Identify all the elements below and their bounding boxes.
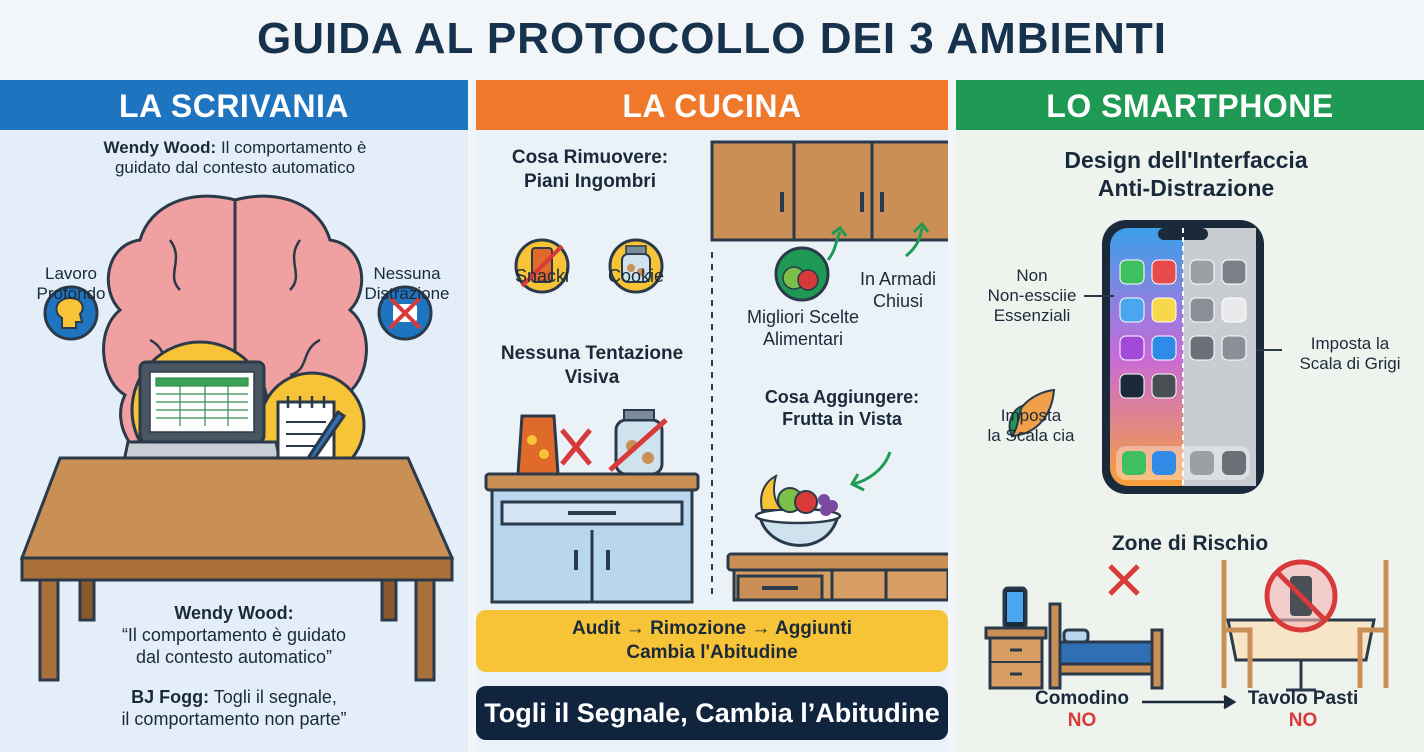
add-title: Cosa Aggiungere: Frutta in Vista <box>732 386 952 430</box>
quote-bottom-1: “Il comportamento è guidato <box>121 625 347 645</box>
nightstand-icon <box>984 586 1048 690</box>
cookie-jar-icon <box>608 238 664 294</box>
better-2: Alimentari <box>762 329 844 349</box>
better-choices: Migliori Scelte Alimentari <box>728 306 878 350</box>
arrow-right-icon <box>1142 694 1237 710</box>
quote-top: Wendy Wood: Il comportamento è guidato d… <box>40 138 430 178</box>
nightstand-label: Comodino <box>1035 688 1129 709</box>
quote-bottom-author: Wendy Wood: <box>174 603 294 623</box>
no-label-2: NO <box>1288 710 1318 731</box>
left-1: Non <box>1016 266 1048 285</box>
design-title: Design dell'Interfaccia Anti-Distrazione <box>996 146 1376 202</box>
phone-illustration <box>984 220 1389 710</box>
upper-cabinets <box>710 140 948 242</box>
no-phone-icon <box>1264 559 1338 633</box>
flow-1: Audit → Rimozione → Aggiunti <box>571 618 853 639</box>
leaf-2: la Scala cia <box>987 426 1075 445</box>
closed-cabinets: In Armadi Chiusi <box>848 268 948 312</box>
column-cucina: LA CUCINA Cosa Rimuovere: Piani Ingombri <box>476 80 948 752</box>
label-leaf: Imposta la Scala cia <box>976 406 1086 446</box>
flow-box: Audit → Rimozione → Aggiunti Cambia l'Ab… <box>476 610 948 672</box>
left-2: Non-essciie <box>987 286 1077 305</box>
quote-top-author: Wendy Wood: <box>103 138 217 157</box>
quote-top-text-2: guidato dal contesto automatico <box>114 158 356 177</box>
bed-icon <box>1048 602 1164 690</box>
snack-icon <box>514 238 570 294</box>
no-distraction-icon <box>377 285 433 341</box>
header-scrivania: LA SCRIVANIA <box>0 80 468 130</box>
flow-2: Cambia l'Abitudine <box>626 642 798 663</box>
banner: Togli il Segnale, Cambia l’Abitudine <box>476 686 948 740</box>
left-3: Essenziali <box>993 306 1071 325</box>
quote-fogg: BJ Fogg: Togli il segnale, il comportame… <box>64 686 404 730</box>
label-tavolo: Tavolo Pasti NO <box>1228 688 1378 732</box>
arrow-up-icon <box>826 221 930 261</box>
dining-label: Tavolo Pasti <box>1247 688 1359 709</box>
design-1: Design dell'Interfaccia <box>1064 147 1308 173</box>
left-label-2: Profondo <box>36 284 106 303</box>
add-2: Frutta in Vista <box>782 409 902 429</box>
right-2: Scala di Grigi <box>1299 354 1401 373</box>
fogg-text-2: il comportamento non parte” <box>121 709 347 729</box>
column-smartphone: LO SMARTPHONE Design dell'Interfaccia An… <box>956 80 1424 752</box>
no-temptation-2: Visiva <box>564 367 620 388</box>
remove-2: Piani Ingombri <box>524 171 656 192</box>
snack-label: Snacki <box>514 266 570 286</box>
right-1: Imposta la <box>1310 334 1390 353</box>
remove-title: Cosa Rimuovere: Piani Ingombri <box>490 146 690 194</box>
add-1: Cosa Aggiungere: <box>764 387 920 407</box>
cross-icon <box>1108 564 1140 596</box>
risk-title: Zone di Rischio <box>1111 532 1269 555</box>
header-smartphone: LO SMARTPHONE <box>956 80 1424 130</box>
arrow-to-bowl-icon <box>849 451 892 492</box>
better-1: Migliori Scelte <box>746 307 860 327</box>
head-brain-icon <box>43 285 99 341</box>
desk-icon <box>19 456 455 682</box>
label-non-essenziali: Non Non-essciie Essenziali <box>974 266 1090 326</box>
quote-bottom: Wendy Wood: “Il comportamento è guidato … <box>64 602 404 668</box>
right-label-1: Nessuna <box>373 264 441 283</box>
counter-left <box>484 472 700 604</box>
label-comodino: Comodino NO <box>1012 688 1152 732</box>
label-nessuna-distrazione: Nessuna Distrazione <box>350 264 464 304</box>
right-label-2: Distrazione <box>364 284 450 303</box>
fruit-bowl-icon <box>754 474 842 547</box>
laptop-icon <box>118 360 286 482</box>
fogg-author: BJ Fogg: <box>131 687 210 707</box>
fogg-text-1: Togli il segnale, <box>209 687 337 707</box>
label-grayscale: Imposta la Scala di Grigi <box>1280 334 1420 374</box>
smartphone-icon <box>1102 220 1264 494</box>
closed-1: In Armadi <box>859 269 937 289</box>
quote-top-text-1: Il comportamento è <box>216 138 367 157</box>
page-title: GUIDA AL PROTOCOLLO DEI 3 AMBIENTI <box>257 14 1167 63</box>
column-scrivania: LA SCRIVANIA Wendy Wood: Il comportament… <box>0 80 468 752</box>
design-2: Anti-Distrazione <box>1097 175 1275 201</box>
cookie-label: Cookie <box>607 266 665 286</box>
kitchen-illustration <box>484 140 948 604</box>
leaf-1: Imposta <box>1000 406 1062 425</box>
no-temptation: Nessuna Tentazione Visiva <box>486 342 698 390</box>
no-label-1: NO <box>1067 710 1097 731</box>
left-label-1: Lavoro <box>45 264 97 283</box>
dining-table-icon <box>1221 560 1389 692</box>
closed-2: Chiusi <box>872 291 924 311</box>
remove-1: Cosa Rimuovere: <box>511 147 669 168</box>
quote-bottom-2: dal contesto automatico” <box>135 647 333 667</box>
label-lavoro-profondo: Lavoro Profondo <box>16 264 126 304</box>
header-cucina: LA CUCINA <box>476 80 948 130</box>
crossed-snacks-icon <box>516 409 668 476</box>
counter-right <box>726 552 948 602</box>
no-temptation-1: Nessuna Tentazione <box>500 343 684 364</box>
leaf-icon <box>1008 388 1056 438</box>
healthy-food-icon <box>774 246 830 302</box>
desk-illustration <box>19 194 455 682</box>
